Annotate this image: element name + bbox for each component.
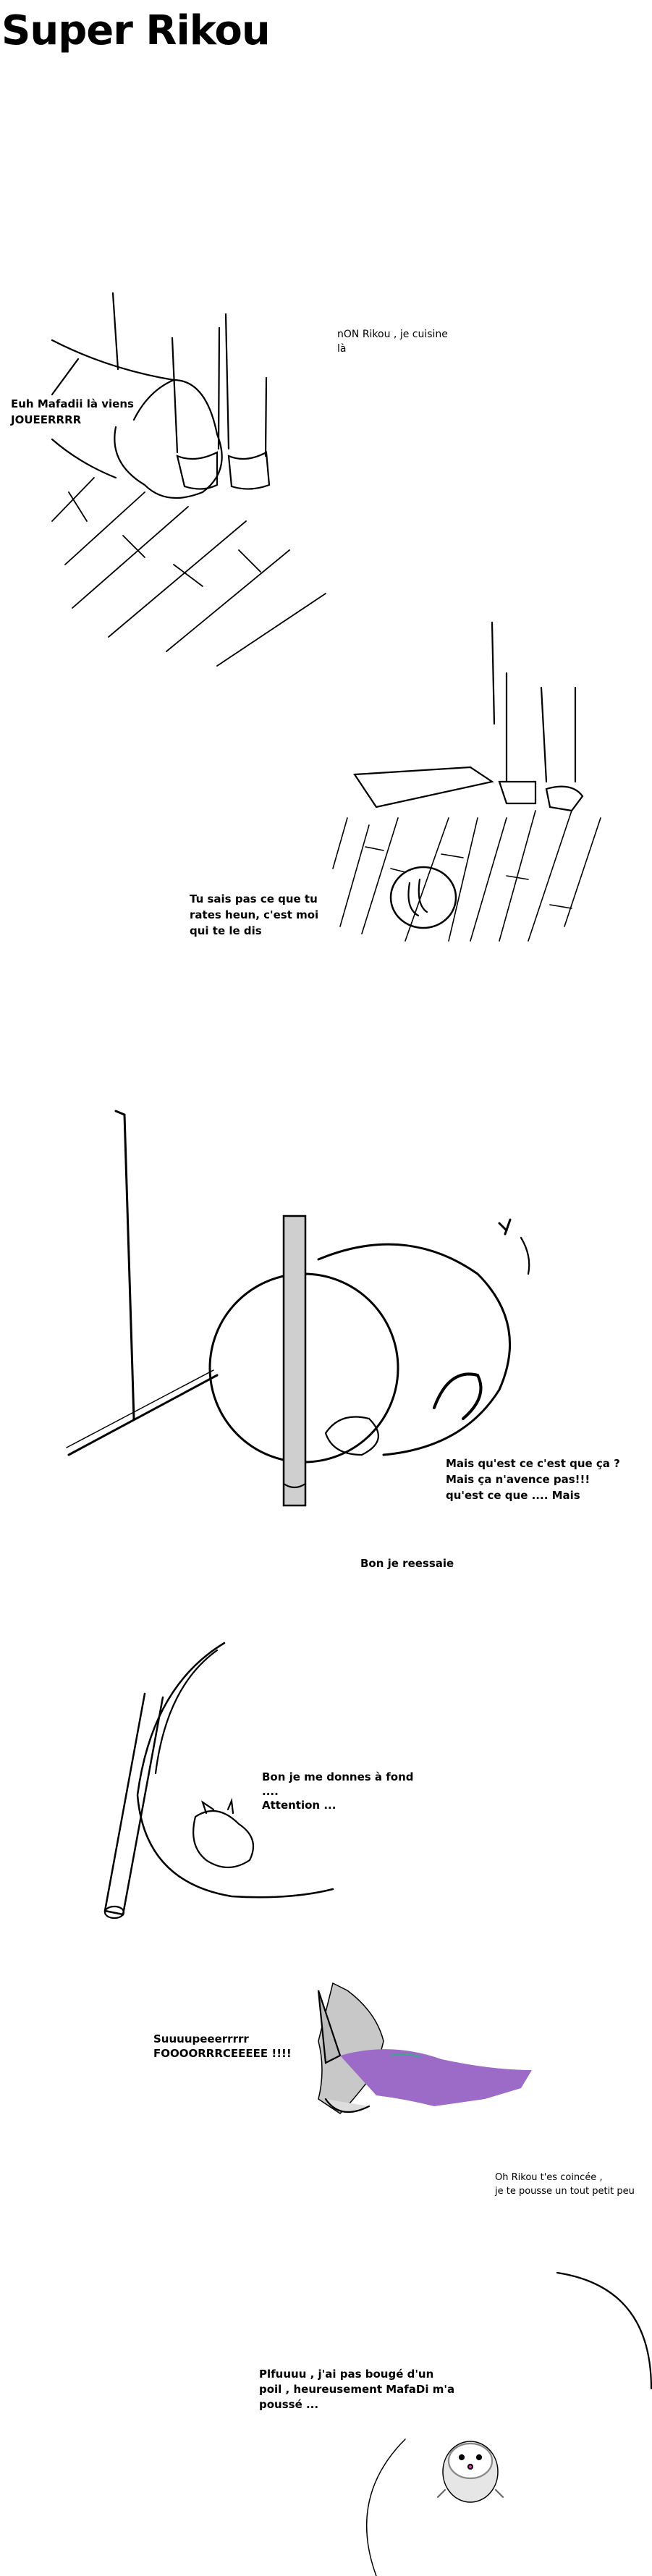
- speech-line: Suuuupeeerrrrr: [153, 2032, 249, 2045]
- panel-2-speech: Tu sais pas ce que tu rates heun, c'est …: [190, 892, 318, 939]
- speech-line: nON Rikou , je cuisine: [337, 329, 448, 340]
- speech-line: qui te le dis: [190, 924, 262, 937]
- panel-1-drawing: [51, 292, 326, 667]
- speech-line: Oh Rikou t'es coincée ,: [495, 2172, 603, 2183]
- speech-line: poil , heureusement MafaDi m'a: [259, 2383, 455, 2396]
- speech-line: Mais qu'est ce c'est que ça ?: [446, 1457, 620, 1470]
- panel-6-speech: Plfuuuu , j'ai pas bougé d'un poil , heu…: [259, 2367, 454, 2412]
- panel-5-drawing: [317, 1982, 532, 2114]
- panel-3-caption: Bon je reessaie: [360, 1557, 454, 1570]
- speech-line: Attention ...: [262, 1799, 336, 1812]
- panel-5-reply: Oh Rikou t'es coincée , je te pousse un …: [495, 2171, 635, 2199]
- panel-1-speech: Euh Mafadii là viens JOUEERRRR: [11, 397, 134, 428]
- panel-2-drawing: [332, 621, 601, 942]
- speech-line: qu'est ce que .... Mais: [446, 1488, 580, 1502]
- speech-line: je te pousse un tout petit peu: [495, 2185, 635, 2197]
- page-title: Super Rikou: [1, 7, 271, 54]
- panel-3-drawing: [66, 1110, 530, 1507]
- panel-5-speech: Suuuupeeerrrrr FOOOORRRCEEEEE !!!!: [153, 2032, 292, 2061]
- speech-line: rates heun, c'est moi: [190, 908, 319, 921]
- speech-line: là: [337, 343, 347, 355]
- speech-line: poussé ...: [259, 2398, 319, 2411]
- speech-line: Euh Mafadii là viens: [11, 397, 134, 410]
- panel-4-drawing: [103, 1642, 334, 1920]
- speech-line: FOOOORRRCEEEEE !!!!: [153, 2046, 292, 2060]
- speech-line: Tu sais pas ce que tu: [190, 892, 318, 905]
- panel-3-speech: Mais qu'est ce c'est que ça ? Mais ça n'…: [446, 1456, 620, 1503]
- speech-line: ....: [262, 1784, 279, 1798]
- speech-line: Plfuuuu , j'ai pas bougé d'un: [259, 2368, 434, 2381]
- panel-4-speech: Bon je me donnes à fond .... Attention .…: [262, 1770, 414, 1813]
- speech-line: Bon je me donnes à fond: [262, 1770, 414, 1783]
- speech-line: JOUEERRRR: [11, 413, 82, 426]
- panel-1-reply: nON Rikou , je cuisine là: [337, 327, 448, 357]
- speech-line: Mais ça n'avence pas!!!: [446, 1472, 590, 1486]
- panel-6-drawing: [365, 2271, 652, 2576]
